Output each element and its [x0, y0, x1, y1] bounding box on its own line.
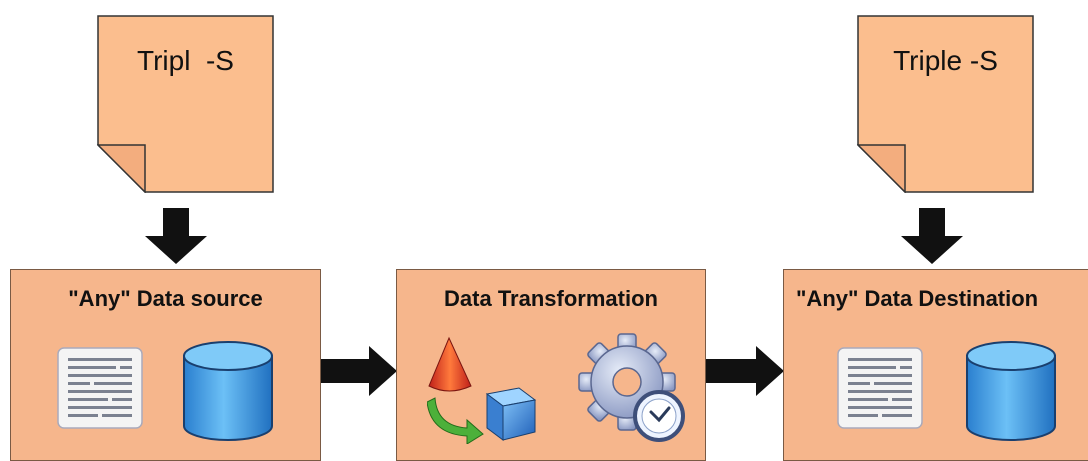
- database-icon: [183, 341, 273, 441]
- note-label: Triple -S: [893, 45, 998, 76]
- note-shape: [97, 15, 274, 193]
- triple-s-note-source: Tripl -S: [97, 15, 274, 193]
- gear-clock-icon: [578, 333, 685, 442]
- triple-s-note-destination: Triple -S: [857, 15, 1034, 193]
- data-source-box: "Any" Data source: [10, 269, 321, 461]
- shapes-icon: [427, 336, 537, 444]
- data-transformation-box: Data Transformation: [396, 269, 706, 461]
- box-title: Data Transformation: [444, 286, 658, 311]
- document-icon: [57, 347, 143, 429]
- right-arrow-to-destination: [706, 346, 784, 396]
- document-icon: [837, 347, 923, 429]
- box-title: "Any" Data source: [68, 286, 263, 311]
- box-title: "Any" Data Destination: [796, 286, 1039, 311]
- data-destination-box: "Any" Data Destination: [783, 269, 1088, 461]
- right-arrow-to-transformation: [321, 346, 397, 396]
- note-shape: [857, 15, 1034, 193]
- note-label: Tripl -S: [137, 45, 234, 76]
- down-arrow-destination: [901, 208, 963, 264]
- down-arrow-source: [145, 208, 207, 264]
- database-icon: [966, 341, 1056, 441]
